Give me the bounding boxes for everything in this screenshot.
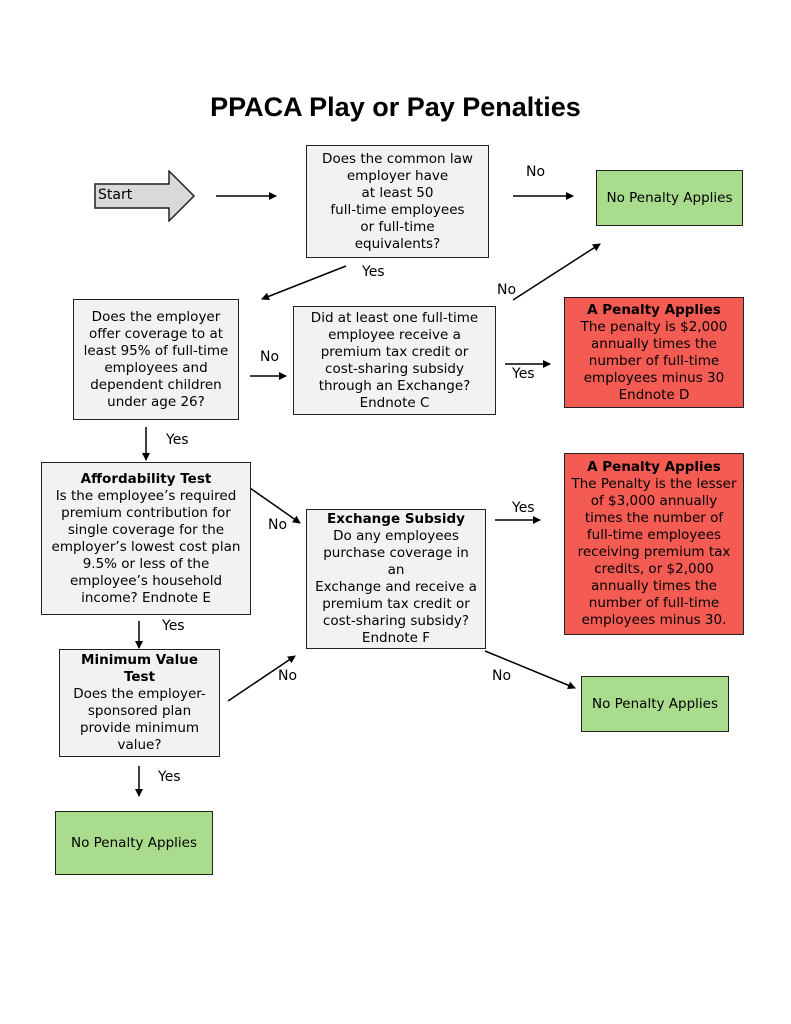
edge-label-yes: Yes xyxy=(158,769,181,785)
edge-label-yes: Yes xyxy=(162,618,185,634)
no-penalty-text-2: No Penalty Applies xyxy=(592,695,718,712)
penalty-d-heading: A Penalty Applies xyxy=(587,301,721,318)
edge-label-yes: Yes xyxy=(362,264,385,280)
page-title: PPACA Play or Pay Penalties xyxy=(210,92,581,122)
arrow-afford-no xyxy=(249,487,301,524)
penalty-lesser-text: The Penalty is the lesser of $3,000 annu… xyxy=(571,476,737,628)
penalty-box-lesser: A Penalty Applies The Penalty is the les… xyxy=(564,453,744,635)
no-penalty-box-3: No Penalty Applies xyxy=(55,811,213,875)
employees-question-text: Does the common law employer have at lea… xyxy=(322,150,473,252)
exchange-heading: Exchange Subsidy xyxy=(327,511,465,527)
penalty-lesser-heading: A Penalty Applies xyxy=(587,459,721,475)
penalty-box-d: A Penalty Applies The penalty is $2,000 … xyxy=(564,297,744,408)
minimum-value-text: Does the employer- sponsored plan provid… xyxy=(73,686,206,753)
penalty-d-text: The penalty is $2,000 annually times the… xyxy=(580,318,728,403)
arrow-taxcredit-no xyxy=(512,243,601,301)
edge-label-yes: Yes xyxy=(166,432,189,448)
edge-label-yes: Yes xyxy=(512,500,535,516)
affordability-test-box: Affordability Test Is the employee’s req… xyxy=(41,462,251,615)
edge-label-no: No xyxy=(492,668,512,684)
affordability-heading: Affordability Test xyxy=(80,470,212,487)
affordability-text: Is the employee’s required premium contr… xyxy=(51,487,241,606)
arrow-q1-yes xyxy=(261,265,347,301)
edge-label-no: No xyxy=(278,668,298,684)
no-penalty-text-1: No Penalty Applies xyxy=(606,189,733,206)
start-arrow-shape xyxy=(94,170,196,222)
minimum-value-test-box: Minimum Value Test Does the employer- sp… xyxy=(59,649,220,757)
edge-label-no: No xyxy=(260,349,280,365)
arrow-exchange-no xyxy=(484,650,576,690)
exchange-subsidy-box: Exchange Subsidy Do any employees purcha… xyxy=(306,509,486,649)
start-label: Start xyxy=(98,187,133,203)
employees-question-box: Does the common law employer have at lea… xyxy=(306,145,489,258)
no-penalty-text-3: No Penalty Applies xyxy=(71,834,197,851)
edge-label-no: No xyxy=(497,282,517,298)
edge-label-yes: Yes xyxy=(512,366,535,382)
tax-credit-question-text: Did at least one full-time employee rece… xyxy=(310,309,479,411)
no-penalty-box-1: No Penalty Applies xyxy=(596,170,743,226)
minimum-value-heading: Minimum Value Test xyxy=(81,652,198,685)
coverage-question-box: Does the employer offer coverage to at l… xyxy=(73,299,239,420)
arrow-minvalue-no xyxy=(227,655,296,702)
no-penalty-box-2: No Penalty Applies xyxy=(581,676,729,732)
coverage-question-text: Does the employer offer coverage to at l… xyxy=(83,308,229,410)
tax-credit-question-box: Did at least one full-time employee rece… xyxy=(293,306,496,415)
edge-label-no: No xyxy=(268,517,288,533)
edge-label-no: No xyxy=(526,164,546,180)
exchange-text: Do any employees purchase coverage in an… xyxy=(315,528,477,646)
